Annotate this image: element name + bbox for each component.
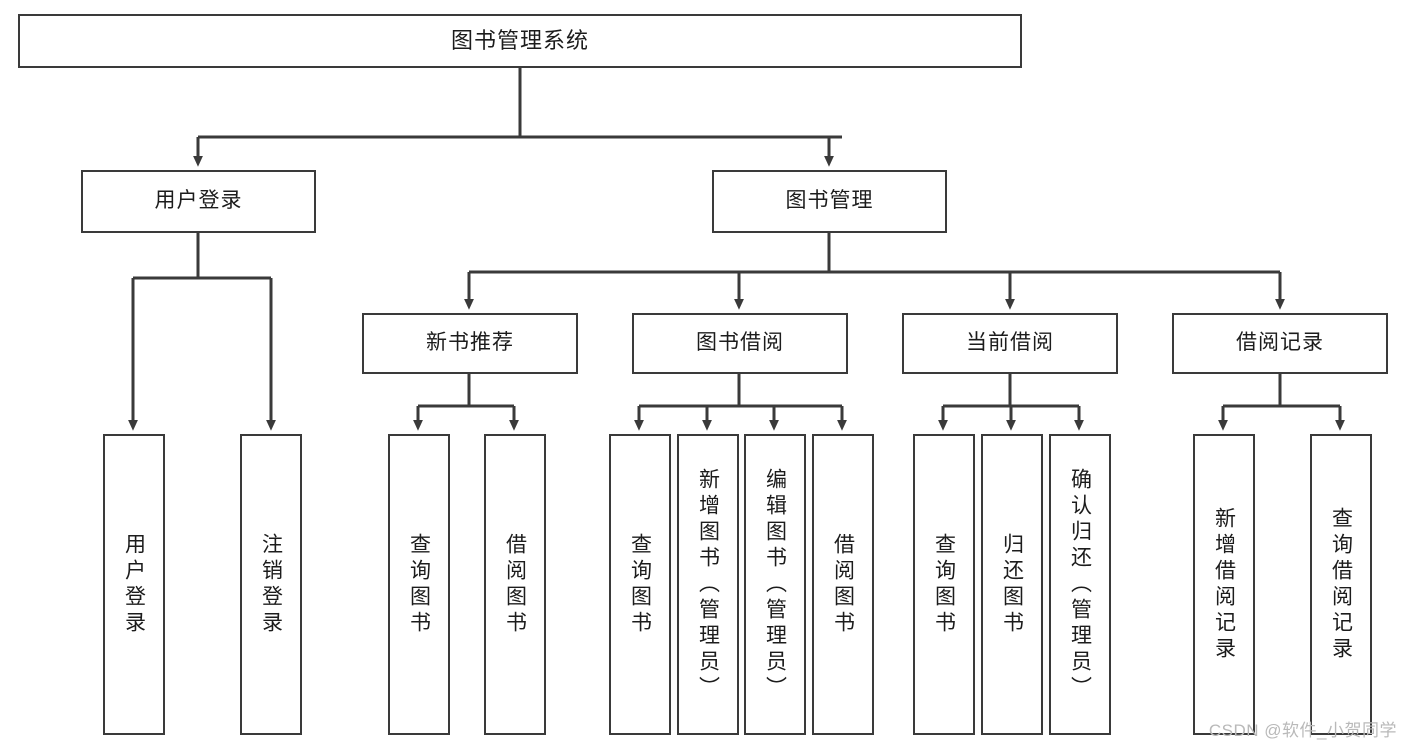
leaf-logout[interactable]: 注销登录	[240, 434, 302, 735]
leaf-confirm-return-admin[interactable]: 确认归还（管理员）	[1049, 434, 1111, 735]
node-label: 归还图书	[1000, 532, 1024, 637]
node-label: 图书借阅	[696, 331, 784, 355]
leaf-user-login[interactable]: 用户登录	[103, 434, 165, 735]
leaf-add-book-admin[interactable]: 新增图书（管理员）	[677, 434, 739, 735]
node-label: 新增借阅记录	[1212, 506, 1236, 663]
node-user-login[interactable]: 用户登录	[81, 170, 316, 233]
leaf-query-books-current[interactable]: 查询图书	[913, 434, 975, 735]
node-label: 注销登录	[259, 532, 283, 637]
node-book-management[interactable]: 图书管理	[712, 170, 947, 233]
node-label: 新增图书（管理员）	[696, 467, 720, 702]
node-label: 借阅图书	[831, 532, 855, 637]
node-label: 图书管理	[785, 189, 874, 213]
node-label: 查询图书	[932, 532, 956, 637]
leaf-add-borrow-record[interactable]: 新增借阅记录	[1193, 434, 1255, 735]
leaf-borrow-books-new[interactable]: 借阅图书	[484, 434, 546, 735]
node-label: 查询图书	[628, 532, 652, 637]
leaf-query-books-borrow[interactable]: 查询图书	[609, 434, 671, 735]
leaf-return-books[interactable]: 归还图书	[981, 434, 1043, 735]
node-label: 查询图书	[407, 532, 431, 637]
node-root-book-management-system[interactable]: 图书管理系统	[18, 14, 1022, 68]
leaf-edit-book-admin[interactable]: 编辑图书（管理员）	[744, 434, 806, 735]
node-label: 当前借阅	[966, 331, 1054, 355]
node-label: 新书推荐	[426, 331, 514, 355]
node-book-borrowing[interactable]: 图书借阅	[632, 313, 848, 374]
node-label: 编辑图书（管理员）	[763, 467, 787, 702]
watermark: CSDN @软件_小贺同学	[1208, 721, 1397, 740]
node-new-book-recommendation[interactable]: 新书推荐	[362, 313, 578, 374]
node-label: 用户登录	[154, 189, 243, 213]
leaf-query-borrow-record[interactable]: 查询借阅记录	[1310, 434, 1372, 735]
node-label: 确认归还（管理员）	[1068, 467, 1092, 702]
node-current-borrowing[interactable]: 当前借阅	[902, 313, 1118, 374]
node-borrow-records[interactable]: 借阅记录	[1172, 313, 1388, 374]
node-label: 借阅图书	[503, 532, 527, 637]
leaf-query-books-new[interactable]: 查询图书	[388, 434, 450, 735]
node-label: 借阅记录	[1236, 331, 1324, 355]
node-label: 用户登录	[122, 532, 146, 637]
leaf-borrow-books[interactable]: 借阅图书	[812, 434, 874, 735]
node-label: 图书管理系统	[450, 28, 589, 54]
node-label: 查询借阅记录	[1329, 506, 1353, 663]
